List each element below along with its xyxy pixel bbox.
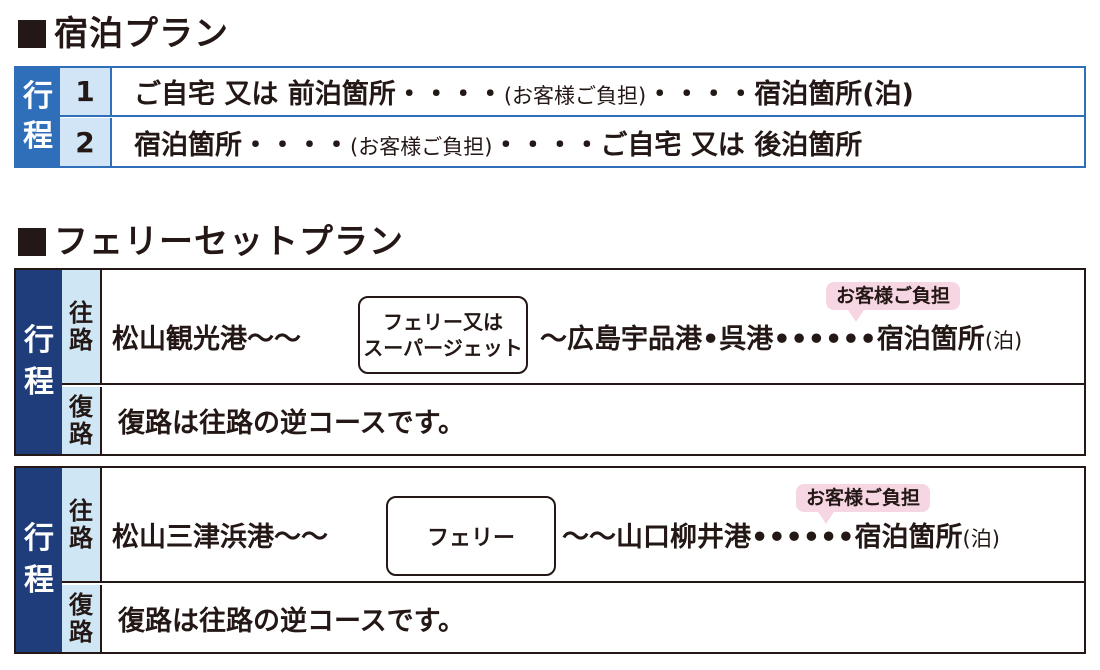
- return-label-char: 路: [69, 419, 93, 448]
- transport-box-line: スーパージェット: [363, 336, 523, 360]
- row-text-part: ・・・・ご自宅 又は 後泊箇所: [492, 129, 863, 161]
- outbound-label-char: 路: [69, 523, 93, 552]
- customer-expense-bubble: お客様ご負担: [826, 282, 961, 322]
- transport-box: フェリー: [386, 496, 556, 576]
- outbound-label-char: 往: [69, 496, 93, 525]
- itinerary-label-bottom: 程: [24, 365, 54, 400]
- outbound-label: 往 路: [62, 270, 102, 385]
- row-text: 宿泊箇所・・・・(お客様ご負担)・・・・ご自宅 又は 後泊箇所: [112, 123, 862, 162]
- route-start: 松山観光港〜〜: [112, 324, 301, 355]
- row-number: 1: [60, 68, 112, 115]
- outbound-label-char: 路: [69, 325, 93, 354]
- outbound-label-char: 往: [69, 298, 93, 327]
- heading-ferry-plan-text: フェリーセットプラン: [54, 222, 404, 262]
- row-text-part: ・・・・宿泊箇所(泊): [646, 79, 914, 110]
- itinerary-row-1: 1 ご自宅 又は 前泊箇所・・・・(お客様ご負担)・・・・宿泊箇所(泊): [60, 68, 1084, 117]
- route-end-text: 〜〜山口柳井港••••••宿泊箇所: [562, 522, 963, 553]
- row-text-part: 宿泊箇所・・・・: [134, 129, 350, 161]
- itinerary-label-top: 行: [24, 323, 54, 358]
- route-start: 松山三津浜港〜〜: [112, 522, 328, 553]
- itinerary-label-top: 行: [23, 79, 53, 114]
- itinerary-label-bottom: 程: [23, 119, 53, 154]
- row-number: 2: [60, 118, 112, 166]
- return-route-cell: 復路は往路の逆コースです。: [118, 408, 465, 439]
- route-end: 〜〜山口柳井港••••••宿泊箇所(泊): [562, 522, 1000, 555]
- heading-stay-plan: 宿泊プラン: [18, 14, 229, 54]
- route-end-note: (泊): [962, 527, 1000, 551]
- return-label-char: 復: [69, 590, 93, 619]
- itinerary-label: 行 程: [16, 468, 62, 652]
- customer-expense-bubble: お客様ご負担: [796, 484, 931, 524]
- row-text: ご自宅 又は 前泊箇所・・・・(お客様ご負担)・・・・宿泊箇所(泊): [112, 72, 914, 111]
- transport-box: フェリー又は スーパージェット: [358, 296, 528, 374]
- return-route-cell: 復路は往路の逆コースです。: [118, 606, 465, 637]
- ferry-plan-table-2: 行 程 往 路 復 路 松山三津浜港〜〜 フェリー 〜〜山口柳井港••••••宿…: [14, 466, 1086, 654]
- itinerary-label: 行 程: [16, 270, 62, 454]
- square-bullet-icon: [18, 20, 46, 48]
- outbound-route-cell: 松山観光港〜〜 フェリー又は スーパージェット 〜広島宇品港•呉港••••••宿…: [102, 270, 1084, 385]
- outbound-route-cell: 松山三津浜港〜〜 フェリー 〜〜山口柳井港••••••宿泊箇所(泊) お客様ご負…: [102, 468, 1084, 583]
- heading-stay-plan-text: 宿泊プラン: [54, 14, 229, 54]
- transport-box-line: フェリー: [426, 526, 515, 551]
- row-text-part: ご自宅 又は 前泊箇所・・・・: [134, 79, 504, 110]
- route-end: 〜広島宇品港•呉港••••••宿泊箇所(泊): [540, 324, 1022, 357]
- itinerary-row-2: 2 宿泊箇所・・・・(お客様ご負担)・・・・ご自宅 又は 後泊箇所: [60, 118, 1084, 166]
- itinerary-label-bottom: 程: [24, 563, 54, 598]
- outbound-label: 往 路: [62, 468, 102, 583]
- itinerary-label: 行 程: [16, 68, 60, 166]
- ferry-plan-table-1: 行 程 往 路 復 路 松山観光港〜〜 フェリー又は スーパージェット 〜広島宇…: [14, 268, 1086, 456]
- itinerary-label-top: 行: [24, 521, 54, 556]
- route-end-text: 〜広島宇品港•呉港••••••宿泊箇所: [540, 324, 985, 355]
- row-text-note: (お客様ご負担): [350, 134, 493, 159]
- return-label-char: 復: [69, 392, 93, 421]
- square-bullet-icon: [18, 228, 46, 256]
- route-end-note: (泊): [984, 329, 1023, 353]
- heading-ferry-plan: フェリーセットプラン: [18, 222, 404, 262]
- stay-plan-table: 行 程 1 ご自宅 又は 前泊箇所・・・・(お客様ご負担)・・・・宿泊箇所(泊)…: [14, 66, 1086, 168]
- return-label: 復 路: [62, 585, 102, 652]
- return-label: 復 路: [62, 387, 102, 454]
- row-text-note: (お客様ご負担): [503, 84, 647, 108]
- transport-box-line: フェリー又は: [383, 310, 503, 334]
- return-label-char: 路: [69, 617, 93, 646]
